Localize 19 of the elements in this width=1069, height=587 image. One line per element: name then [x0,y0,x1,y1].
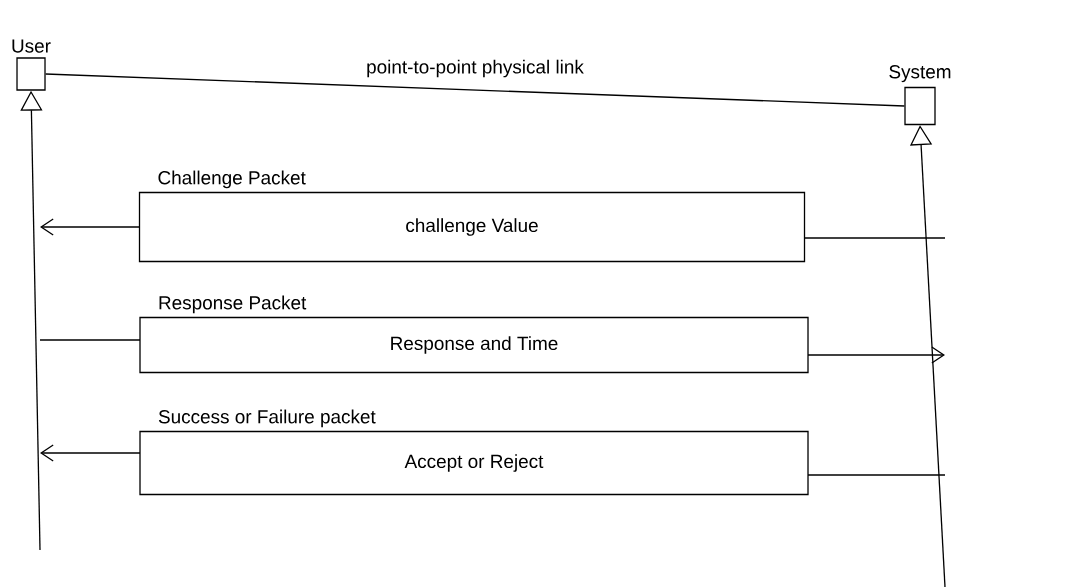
message-arrow [807,346,945,364]
node-label: User [12,39,51,53]
message-line [803,237,946,239]
edge-label: point-to-point physical link [364,57,586,80]
message-line [39,339,141,341]
message-arrow [40,218,141,236]
node-label: Challenge Packet [158,170,306,189]
message-line [807,474,946,476]
node-label: Response Packet [159,295,307,314]
node-label: System [889,65,951,83]
lifeline [45,73,905,107]
lifeline [909,125,946,587]
actor-box: System [889,65,951,126]
message-arrow [40,444,141,462]
packet-box: Accept or Reject Success or Failure packet [139,409,809,496]
packet-box: Response and Time Response Packet [139,295,809,374]
packet-box: challenge Value Challenge Packet [138,170,806,263]
actor-box: User [12,39,51,91]
node-label: Success or Failure packet [158,409,376,428]
